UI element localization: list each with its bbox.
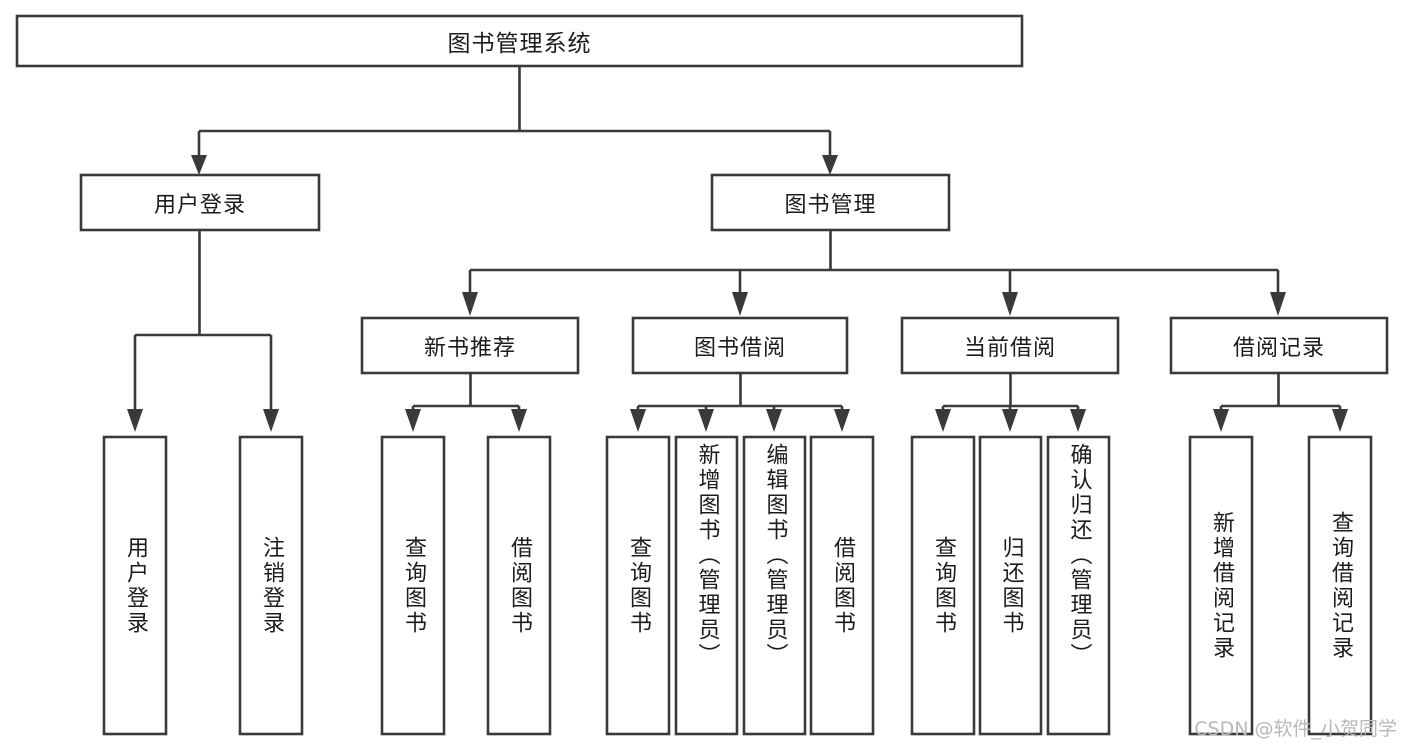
arrow-head-user-login xyxy=(191,155,207,175)
node-leaf-user-login-logout[interactable] xyxy=(238,435,304,736)
node-leaf-user-login-login[interactable] xyxy=(102,435,168,736)
node-borrow-record[interactable] xyxy=(1169,316,1389,375)
arrow-head-leaf-book-borrow-2 xyxy=(698,409,714,432)
arrow-head-leaf-new-book-1 xyxy=(405,409,421,432)
node-root-system[interactable] xyxy=(15,14,1024,68)
arrow-head-new-book xyxy=(462,292,478,316)
arrow-head-leaf-current-borrow-3 xyxy=(1070,409,1086,432)
node-new-book-recommend[interactable] xyxy=(360,316,580,375)
node-leaf-book-borrow-add[interactable] xyxy=(674,435,739,736)
arrow-head-leaf-user-login-1 xyxy=(127,409,143,432)
arrow-head-leaf-current-borrow-2 xyxy=(1002,409,1018,432)
node-current-borrow[interactable] xyxy=(900,316,1120,375)
arrow-head-leaf-current-borrow-1 xyxy=(935,409,951,432)
arrow-head-leaf-user-login-2 xyxy=(263,409,279,432)
arrow-head-book-borrow xyxy=(732,292,748,316)
arrow-head-leaf-book-borrow-4 xyxy=(834,409,850,432)
node-leaf-book-borrow-edit[interactable] xyxy=(742,435,807,736)
arrow-head-leaf-borrow-record-2 xyxy=(1332,409,1348,432)
arrow-head-leaf-book-borrow-1 xyxy=(630,409,646,432)
node-book-borrow[interactable] xyxy=(631,316,849,375)
arrow-head-leaf-book-borrow-3 xyxy=(766,409,782,432)
arrow-head-borrow-record xyxy=(1270,292,1286,316)
node-book-manage[interactable] xyxy=(710,173,951,232)
node-leaf-borrow-record-add[interactable] xyxy=(1188,435,1254,736)
node-user-login[interactable] xyxy=(79,173,321,232)
node-leaf-book-borrow-borrow[interactable] xyxy=(809,435,875,736)
node-leaf-current-borrow-confirm[interactable] xyxy=(1046,435,1111,736)
node-leaf-current-borrow-return[interactable] xyxy=(978,435,1043,736)
node-leaf-current-borrow-query[interactable] xyxy=(910,435,976,736)
arrow-head-leaf-borrow-record-1 xyxy=(1213,409,1229,432)
arrow-head-current-borrow xyxy=(1002,292,1018,316)
arrow-head-leaf-new-book-2 xyxy=(511,409,527,432)
node-leaf-book-borrow-query[interactable] xyxy=(605,435,671,736)
node-leaf-new-book-borrow[interactable] xyxy=(486,435,552,736)
node-leaf-borrow-record-query[interactable] xyxy=(1307,435,1373,736)
arrow-head-book-manage xyxy=(822,155,838,175)
node-leaf-new-book-query[interactable] xyxy=(380,435,446,736)
